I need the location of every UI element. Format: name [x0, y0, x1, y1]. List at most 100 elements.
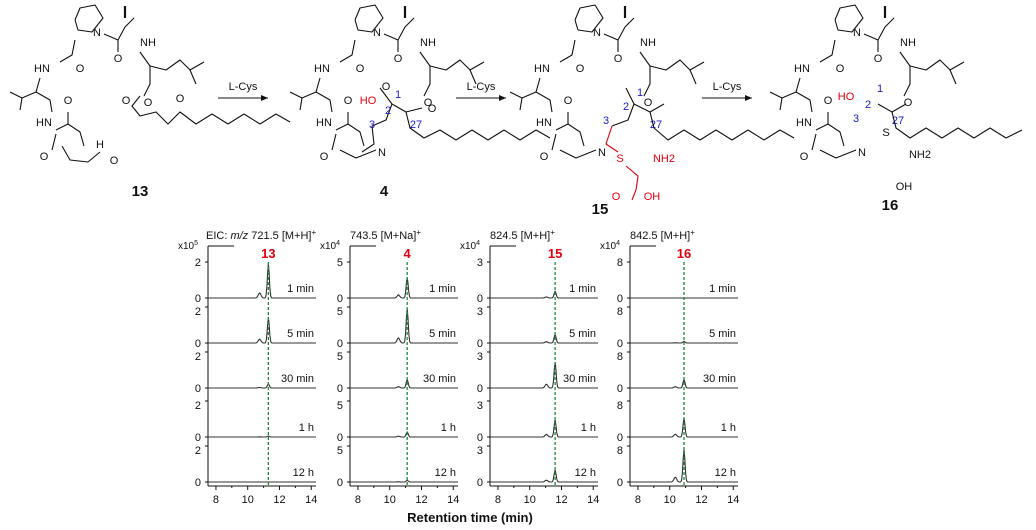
y-tick-label: 0 [337, 293, 343, 305]
eic-trace [490, 361, 598, 389]
compound-id-4: 4 [380, 183, 389, 200]
bond [74, 4, 104, 33]
carbon-number-label: 2 [623, 101, 629, 113]
bond [339, 39, 356, 63]
bond [35, 91, 53, 113]
y-tick-label: 0 [477, 383, 483, 395]
time-point-label: 30 min [703, 373, 736, 385]
hydroxyl-label: HO [360, 95, 377, 107]
time-point-label: 12 h [435, 467, 456, 479]
time-point-label: 1 h [581, 422, 596, 434]
ketone-o-label: O [428, 103, 437, 115]
bond [419, 51, 485, 71]
amide-nh-label: HN [34, 63, 50, 75]
bond [51, 133, 57, 151]
amide-nh-label: NH [900, 37, 916, 49]
oxygen-label: O [614, 53, 623, 65]
peak-compound-label: 16 [677, 246, 691, 261]
bond [189, 69, 197, 85]
time-point-label: 1 min [709, 283, 736, 295]
bond [361, 125, 375, 153]
x-tick-label: 12 [695, 494, 707, 506]
eic-trace [208, 316, 316, 344]
bond [61, 145, 101, 163]
bond [339, 149, 377, 159]
arrow-head [499, 95, 506, 101]
oxygen-label: O [836, 63, 845, 75]
scale-label: x104 [460, 240, 480, 252]
y-tick-label: 0 [477, 338, 483, 350]
bond [877, 103, 907, 113]
y-tick-label: 2 [195, 351, 201, 363]
time-point-label: 1 min [569, 283, 596, 295]
oxygen-label: O [76, 63, 85, 75]
bond [779, 97, 783, 111]
bond [289, 91, 303, 99]
bond [643, 66, 651, 97]
oxygen-label: O [424, 97, 433, 109]
bond [535, 91, 553, 113]
bond [21, 77, 41, 99]
y-tick-label: 3 [477, 351, 483, 363]
oxygen-label: O [356, 63, 365, 75]
oxygen-label: O [382, 81, 391, 93]
amine-label: NH2 [653, 153, 675, 165]
y-tick-label: 0 [617, 383, 623, 395]
x-tick-label: 14 [587, 494, 599, 506]
y-tick-label: 0 [337, 432, 343, 444]
time-point-label: 1 h [441, 422, 456, 434]
oxygen-label: O [144, 97, 153, 109]
y-tick-label: 8 [617, 257, 623, 269]
amide-nh-label: NH [140, 37, 156, 49]
amide-nh-label: HN [796, 117, 812, 129]
bond [19, 97, 23, 111]
y-tick-label: 8 [617, 306, 623, 318]
bond [354, 4, 384, 33]
bond [834, 4, 864, 33]
bond [103, 17, 135, 41]
bond [639, 51, 705, 71]
carbon-number-label: 2 [865, 99, 871, 111]
y-tick-label: 5 [337, 306, 343, 318]
oxygen-label: O [320, 151, 329, 163]
x-tick-label: 14 [305, 494, 317, 506]
bond [371, 87, 393, 127]
bond [131, 95, 291, 125]
carbon-number-label: 1 [637, 87, 643, 99]
time-point-label: 12 h [293, 467, 314, 479]
cysteine-bond [631, 189, 637, 201]
oxygen-label: O [344, 95, 353, 107]
arrow-head [261, 95, 268, 101]
bond [559, 39, 576, 63]
bond [795, 91, 813, 113]
bond [811, 133, 817, 151]
y-tick-label: 5 [337, 257, 343, 269]
x-tick-label: 8 [495, 494, 501, 506]
x-tick-label: 14 [727, 494, 739, 506]
time-point-label: 1 h [721, 422, 736, 434]
eic-trace [350, 431, 458, 438]
scale-label: x104 [600, 240, 620, 252]
bond [611, 87, 635, 127]
carbon-number-label: 1 [877, 83, 883, 95]
y-tick-label: 8 [617, 445, 623, 457]
y-tick-label: 2 [195, 257, 201, 269]
y-tick-label: 0 [195, 338, 201, 350]
bond [519, 97, 523, 111]
bond [555, 123, 585, 147]
peak-compound-label: 13 [261, 246, 275, 261]
panel-header: 842.5 [M+H]+ [630, 228, 695, 242]
y-tick-label: 2 [195, 445, 201, 457]
time-point-label: 5 min [569, 328, 596, 340]
eic-trace [490, 333, 598, 344]
bond [469, 69, 477, 85]
y-tick-label: 0 [195, 383, 201, 395]
eic-trace [490, 419, 598, 438]
y-tick-label: 2 [195, 306, 201, 318]
x-tick-label: 10 [384, 494, 396, 506]
compound-id-16: 16 [882, 197, 899, 214]
bond [769, 91, 783, 99]
